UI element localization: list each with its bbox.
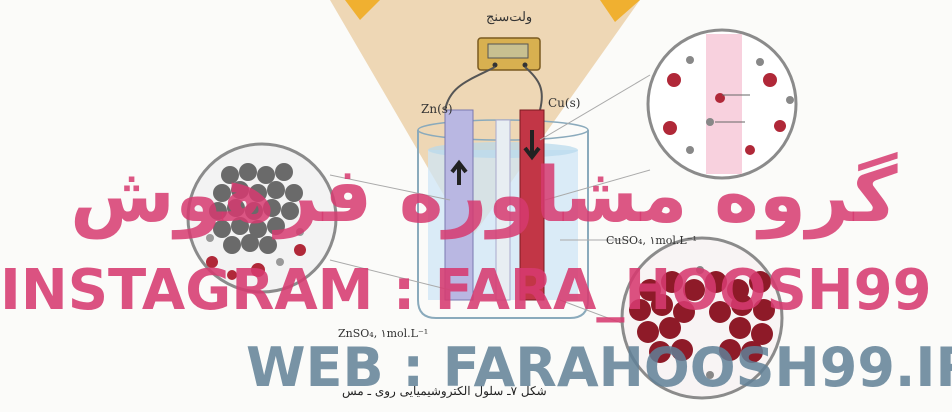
watermark-web: WEB : FARAHOOSH99.IR	[246, 336, 952, 399]
watermark-persian: گروه مشاوره فرهوش	[70, 150, 898, 239]
voltmeter-label: ولت‌سنج	[486, 10, 532, 25]
copper-electrode-label: Cu(s)	[548, 96, 580, 110]
zinc-electrode-label: Zn(s)	[421, 102, 453, 116]
watermark-instagram: INSTAGRAM : FARA_HOOSH99	[0, 258, 932, 323]
voltmeter	[478, 38, 540, 70]
